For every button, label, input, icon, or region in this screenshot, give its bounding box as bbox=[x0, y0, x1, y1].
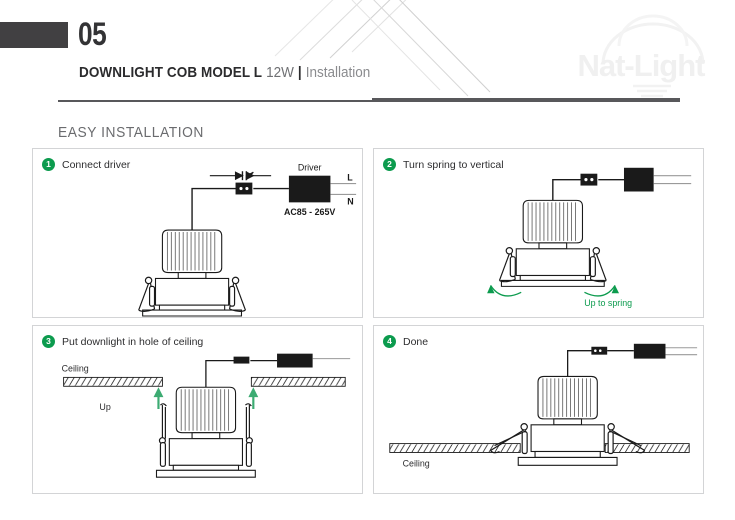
watermark-text: Nat-Light bbox=[577, 48, 705, 83]
step-4-label: Done bbox=[403, 335, 429, 348]
driver-voltage: AC85 - 265V bbox=[284, 207, 335, 217]
step-3-label: Put downlight in hole of ceiling bbox=[62, 335, 204, 348]
page-header: Nat-Light 05 DOWNLIGHT COB MODEL L 12W |… bbox=[0, 0, 735, 110]
step-4-header: 4 Done bbox=[383, 335, 428, 348]
title-model: DOWNLIGHT COB MODEL L bbox=[79, 64, 263, 81]
title-wattage: 12W bbox=[266, 64, 294, 81]
up-to-spring-label: Up to spring bbox=[584, 298, 632, 308]
driver-label: Driver bbox=[298, 163, 322, 173]
step-panel-4: 4 Done Ceiling bbox=[373, 325, 704, 494]
step-2-label: Turn spring to vertical bbox=[403, 158, 504, 171]
section-heading: EASY INSTALLATION bbox=[58, 124, 204, 141]
up-label-3: Up bbox=[99, 402, 110, 412]
header-rule-thick bbox=[372, 98, 680, 102]
step-4-illustration: Ceiling bbox=[389, 343, 698, 468]
installation-steps-grid: 1 Connect driver bbox=[32, 148, 704, 494]
step-panel-1: 1 Connect driver bbox=[32, 148, 363, 318]
ceiling-label-3: Ceiling bbox=[62, 363, 89, 373]
decorative-diagonal-lines bbox=[274, 0, 407, 61]
step-3-illustration: Ceiling Up bbox=[62, 353, 351, 478]
step-4-badge: 4 bbox=[383, 335, 396, 348]
driver-terminal-n: N bbox=[347, 196, 353, 206]
section-number: 05 bbox=[78, 16, 107, 52]
brand-watermark: Nat-Light bbox=[551, 2, 731, 106]
step-1-badge: 1 bbox=[42, 158, 55, 171]
step-2-illustration: Up to spring bbox=[487, 167, 692, 308]
step-2-badge: 2 bbox=[383, 158, 396, 171]
step-panel-2: 2 Turn spring to vertical bbox=[373, 148, 704, 318]
decorative-diagonal-lines-2 bbox=[351, 0, 491, 97]
step-3-header: 3 Put downlight in hole of ceiling bbox=[42, 335, 203, 348]
title-section: Installation bbox=[305, 64, 371, 81]
step-3-badge: 3 bbox=[42, 335, 55, 348]
step-1-label: Connect driver bbox=[62, 158, 131, 171]
header-rule-thin bbox=[58, 100, 372, 102]
driver-terminal-l: L bbox=[347, 173, 353, 183]
step-1-header: 1 Connect driver bbox=[42, 158, 130, 171]
title-separator: | bbox=[297, 64, 302, 81]
ceiling-label-4: Ceiling bbox=[403, 458, 430, 468]
step-panel-3: 3 Put downlight in hole of ceiling Ceili… bbox=[32, 325, 363, 494]
page-title: DOWNLIGHT COB MODEL L 12W | Installation bbox=[79, 64, 370, 82]
step-2-header: 2 Turn spring to vertical bbox=[383, 158, 504, 171]
step-1-illustration: Driver AC85 - 265V L N bbox=[138, 163, 357, 317]
section-number-block bbox=[0, 22, 68, 48]
